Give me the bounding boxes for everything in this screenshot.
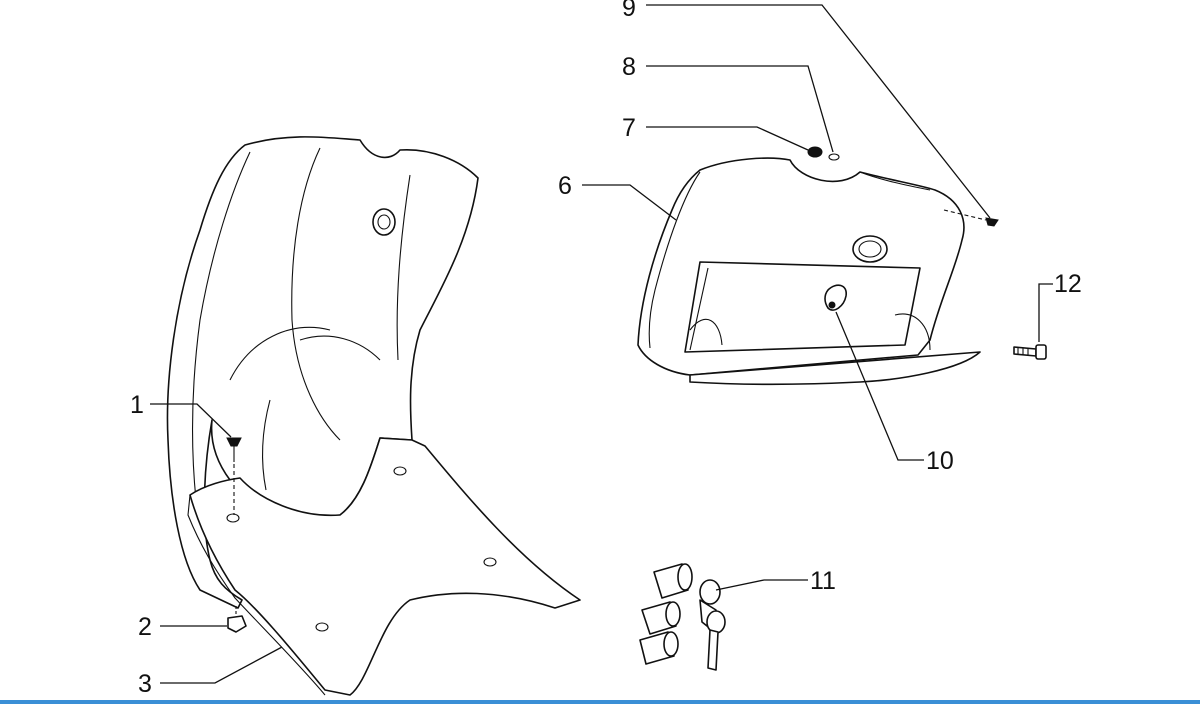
nut-part-2 [227,606,247,633]
leader-3 [160,646,283,684]
bolt-part-12 [1013,344,1047,360]
callout-labels: 1 2 3 6 7 8 9 10 11 12 [130,0,1082,698]
screw-part-7 [807,146,823,158]
callout-7: 7 [622,114,636,142]
callout-9: 9 [622,0,636,22]
callout-2: 2 [138,613,152,641]
leader-lines [150,4,1053,684]
callout-12: 12 [1054,270,1082,298]
callout-11: 11 [810,567,836,595]
callout-10: 10 [926,447,954,475]
lock-set-part-11 [639,563,726,671]
screw-part-1 [226,437,242,515]
bottom-accent-bar [0,700,1200,704]
callout-3: 3 [138,670,152,698]
leader-11 [715,579,808,591]
leader-8 [646,65,834,153]
leader-7 [646,126,809,151]
leader-10 [835,311,924,461]
callout-8: 8 [622,53,636,81]
callout-1: 1 [130,391,144,419]
glove-box-part [637,157,981,386]
washer-part-8 [828,153,840,161]
callout-6: 6 [558,172,572,200]
leader-9 [646,4,991,219]
leader-1 [150,403,232,438]
leader-6 [582,184,677,221]
leader-12 [1038,283,1053,342]
screw-part-9 [943,209,999,227]
footboard-mat-part [187,437,581,696]
